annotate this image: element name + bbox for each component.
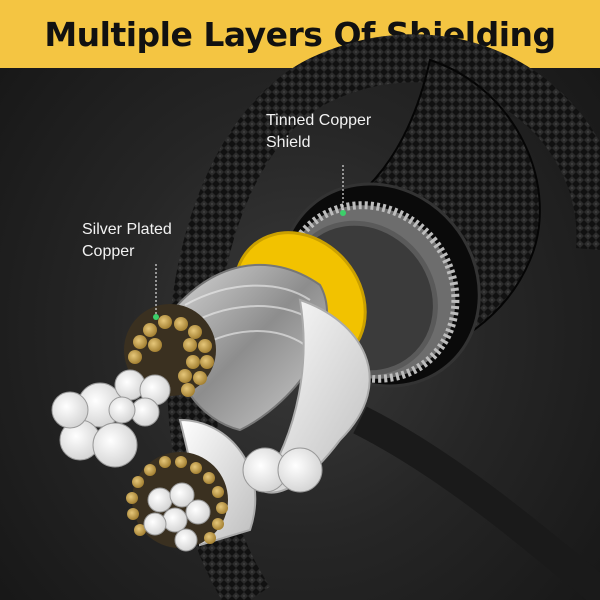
lower-white-strands [143,447,323,552]
tinned-copper-marker [340,210,346,216]
callout-silver-plated-copper: Silver Plated Copper [82,219,172,263]
silver-copper-marker [153,314,159,320]
cable-loop-lower [353,406,600,600]
title-banner: Multiple Layers Of Shielding [0,0,600,68]
callout-line: Copper [82,243,135,260]
upper-white-strands [51,369,171,468]
upper-copper-bundle [124,304,216,397]
callout-line: Tinned Copper [266,112,372,129]
callout-line: Shield [266,134,311,151]
callout-line: Silver Plated [82,221,172,238]
callout-tinned-copper-shield: Tinned Copper Shield [266,110,371,154]
